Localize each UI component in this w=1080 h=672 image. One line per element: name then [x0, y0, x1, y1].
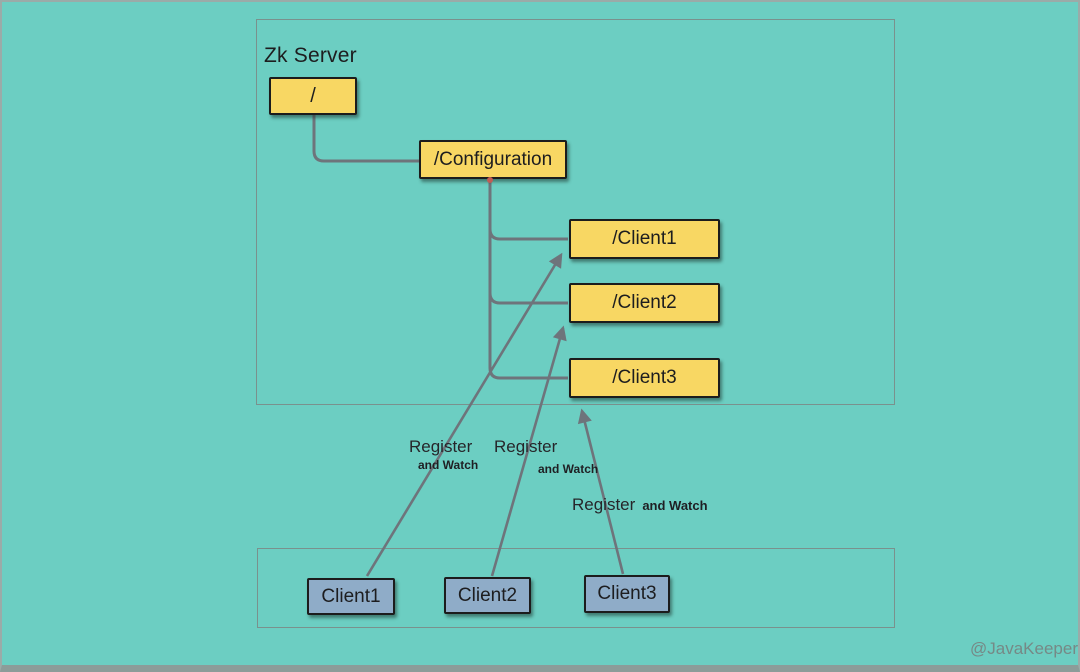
zk-server-group: [256, 19, 895, 405]
node-client2: Client2: [444, 577, 531, 614]
node-client1-label: Client1: [321, 585, 381, 607]
node-client2-label: Client2: [457, 584, 518, 606]
node-root: /: [269, 77, 357, 115]
edge-label-register-2: Register: [494, 437, 558, 456]
watermark: @JavaKeeper: [970, 639, 1078, 658]
clients-group: [257, 548, 895, 628]
arrow-client3-register: [577, 408, 625, 575]
connector-configuration-zclient3: [488, 180, 568, 380]
edge-sublabel-watch-2: and Watch: [538, 462, 599, 476]
connector-configuration-zclient1: [488, 180, 568, 241]
node-configuration-label: /Configuration: [433, 148, 553, 170]
node-zclient3: /Client3: [569, 358, 720, 398]
node-zclient2-label: /Client2: [612, 292, 677, 313]
edge-sublabel-watch-1: and Watch: [418, 458, 479, 472]
edge-label-register-1: Register: [409, 437, 473, 456]
node-configuration: /Configuration: [419, 140, 567, 179]
node-root-label: /: [310, 84, 316, 107]
node-client1: Client1: [307, 578, 395, 615]
connector-configuration-zclient2: [488, 180, 568, 305]
node-zclient3-label: /Client3: [612, 367, 677, 388]
node-zclient2: /Client2: [569, 283, 720, 323]
anchor-dot: [487, 177, 493, 183]
node-client3: Client3: [584, 575, 670, 613]
node-zclient1-label: /Client1: [612, 228, 677, 249]
zk-server-label: Zk Server: [264, 44, 357, 67]
arrow-client1-register: [365, 252, 563, 577]
connector-root-configuration: [312, 115, 419, 163]
node-client3-label: Client3: [597, 583, 657, 604]
node-zclient1: /Client1: [569, 219, 720, 259]
arrow-client2-register: [490, 325, 567, 577]
